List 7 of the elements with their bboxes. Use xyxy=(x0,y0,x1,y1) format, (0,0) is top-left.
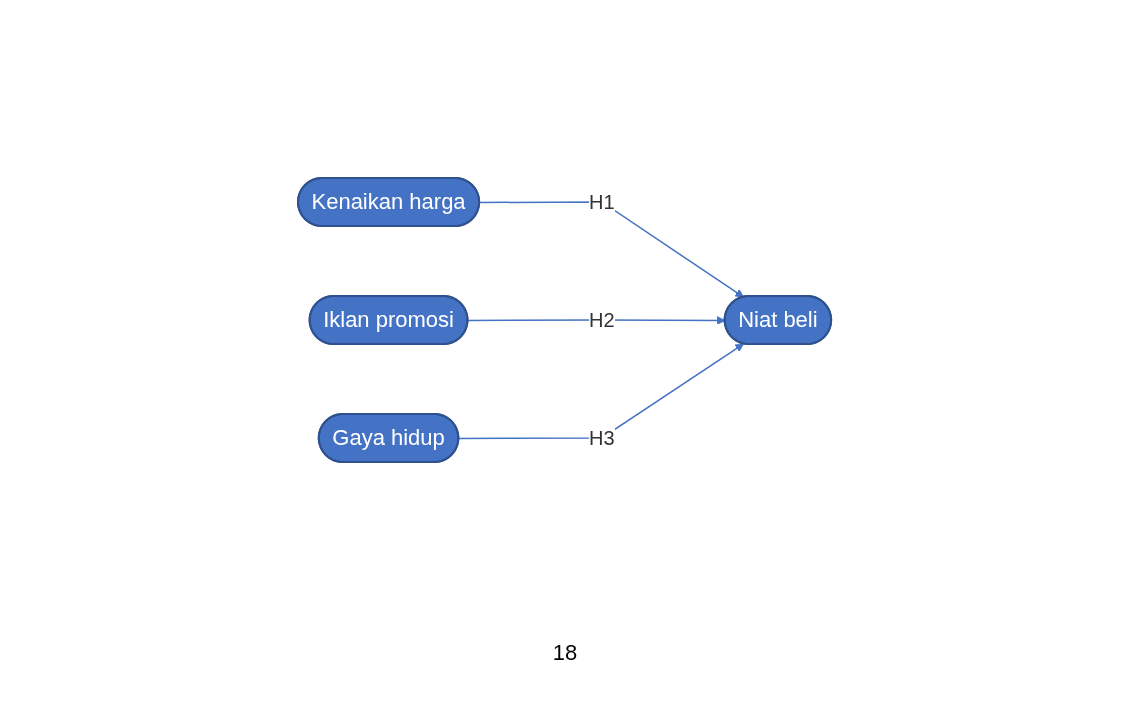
arrow xyxy=(458,343,745,440)
page-number: 18 xyxy=(552,640,578,665)
arrow xyxy=(479,201,745,298)
edge-label: H1 xyxy=(589,191,616,213)
edge-label: H3 xyxy=(589,426,616,449)
arrow xyxy=(467,316,726,325)
edge-label: H2 xyxy=(589,308,616,331)
